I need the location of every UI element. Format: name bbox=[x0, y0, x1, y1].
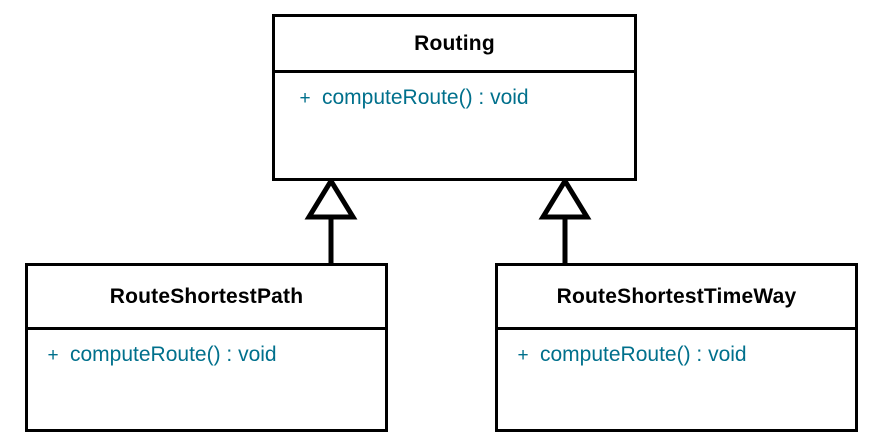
uml-class-route-shortest-time-way[interactable]: RouteShortestTimeWay + computeRoute() : … bbox=[495, 263, 858, 432]
uml-member: + computeRoute() : void bbox=[28, 343, 385, 367]
uml-class-name-route-shortest-path: RouteShortestPath bbox=[109, 284, 304, 308]
member-signature: computeRoute() : void bbox=[322, 86, 529, 109]
hollow-triangle-arrowhead-right bbox=[538, 176, 592, 220]
uml-member: + computeRoute() : void bbox=[275, 86, 634, 110]
uml-members-route-shortest-path: + computeRoute() : void bbox=[28, 330, 385, 429]
generalization-route-shortest-time-way-to-routing bbox=[538, 176, 592, 263]
member-signature: computeRoute() : void bbox=[540, 343, 747, 366]
member-visibility-marker: + bbox=[299, 88, 311, 109]
compartment-divider bbox=[498, 327, 855, 330]
generalization-route-shortest-path-to-routing bbox=[304, 176, 358, 263]
uml-members-route-shortest-time-way: + computeRoute() : void bbox=[498, 330, 855, 429]
uml-member: + computeRoute() : void bbox=[498, 343, 855, 367]
compartment-divider bbox=[28, 327, 385, 330]
uml-members-routing: + computeRoute() : void bbox=[275, 73, 634, 178]
uml-class-route-shortest-path[interactable]: RouteShortestPath + computeRoute() : voi… bbox=[25, 263, 388, 432]
member-signature: computeRoute() : void bbox=[70, 343, 277, 366]
hollow-triangle-arrowhead-left bbox=[304, 176, 358, 220]
member-visibility-marker: + bbox=[517, 345, 529, 366]
uml-class-name-routing: Routing bbox=[414, 31, 495, 55]
member-visibility-marker: + bbox=[47, 345, 59, 366]
uml-class-name-route-shortest-time-way: RouteShortestTimeWay bbox=[556, 284, 797, 308]
uml-class-routing[interactable]: Routing + computeRoute() : void bbox=[272, 14, 637, 181]
compartment-divider bbox=[275, 70, 634, 73]
